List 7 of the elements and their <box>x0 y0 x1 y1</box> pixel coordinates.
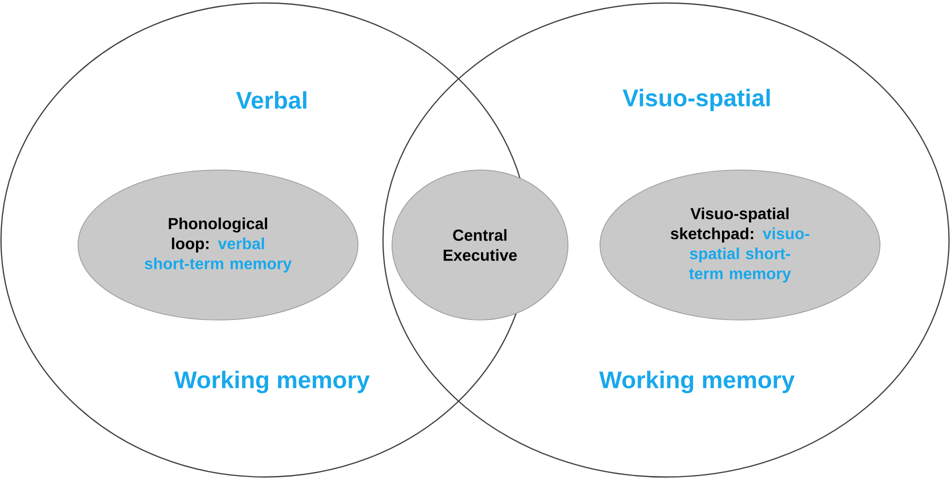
circle-label: Visuo-spatial <box>622 88 770 112</box>
circle-label: Working memory <box>174 370 370 394</box>
circle-label: Verbal <box>236 91 306 109</box>
component-label: Visuo-spatial sketchpad: visuo-spatial short-term memory <box>670 208 810 282</box>
component-label: Central Executive <box>444 229 517 261</box>
component-label: Phonological loop: verbal short-term memory <box>144 218 292 272</box>
circle-label: Working memory <box>599 370 795 394</box>
